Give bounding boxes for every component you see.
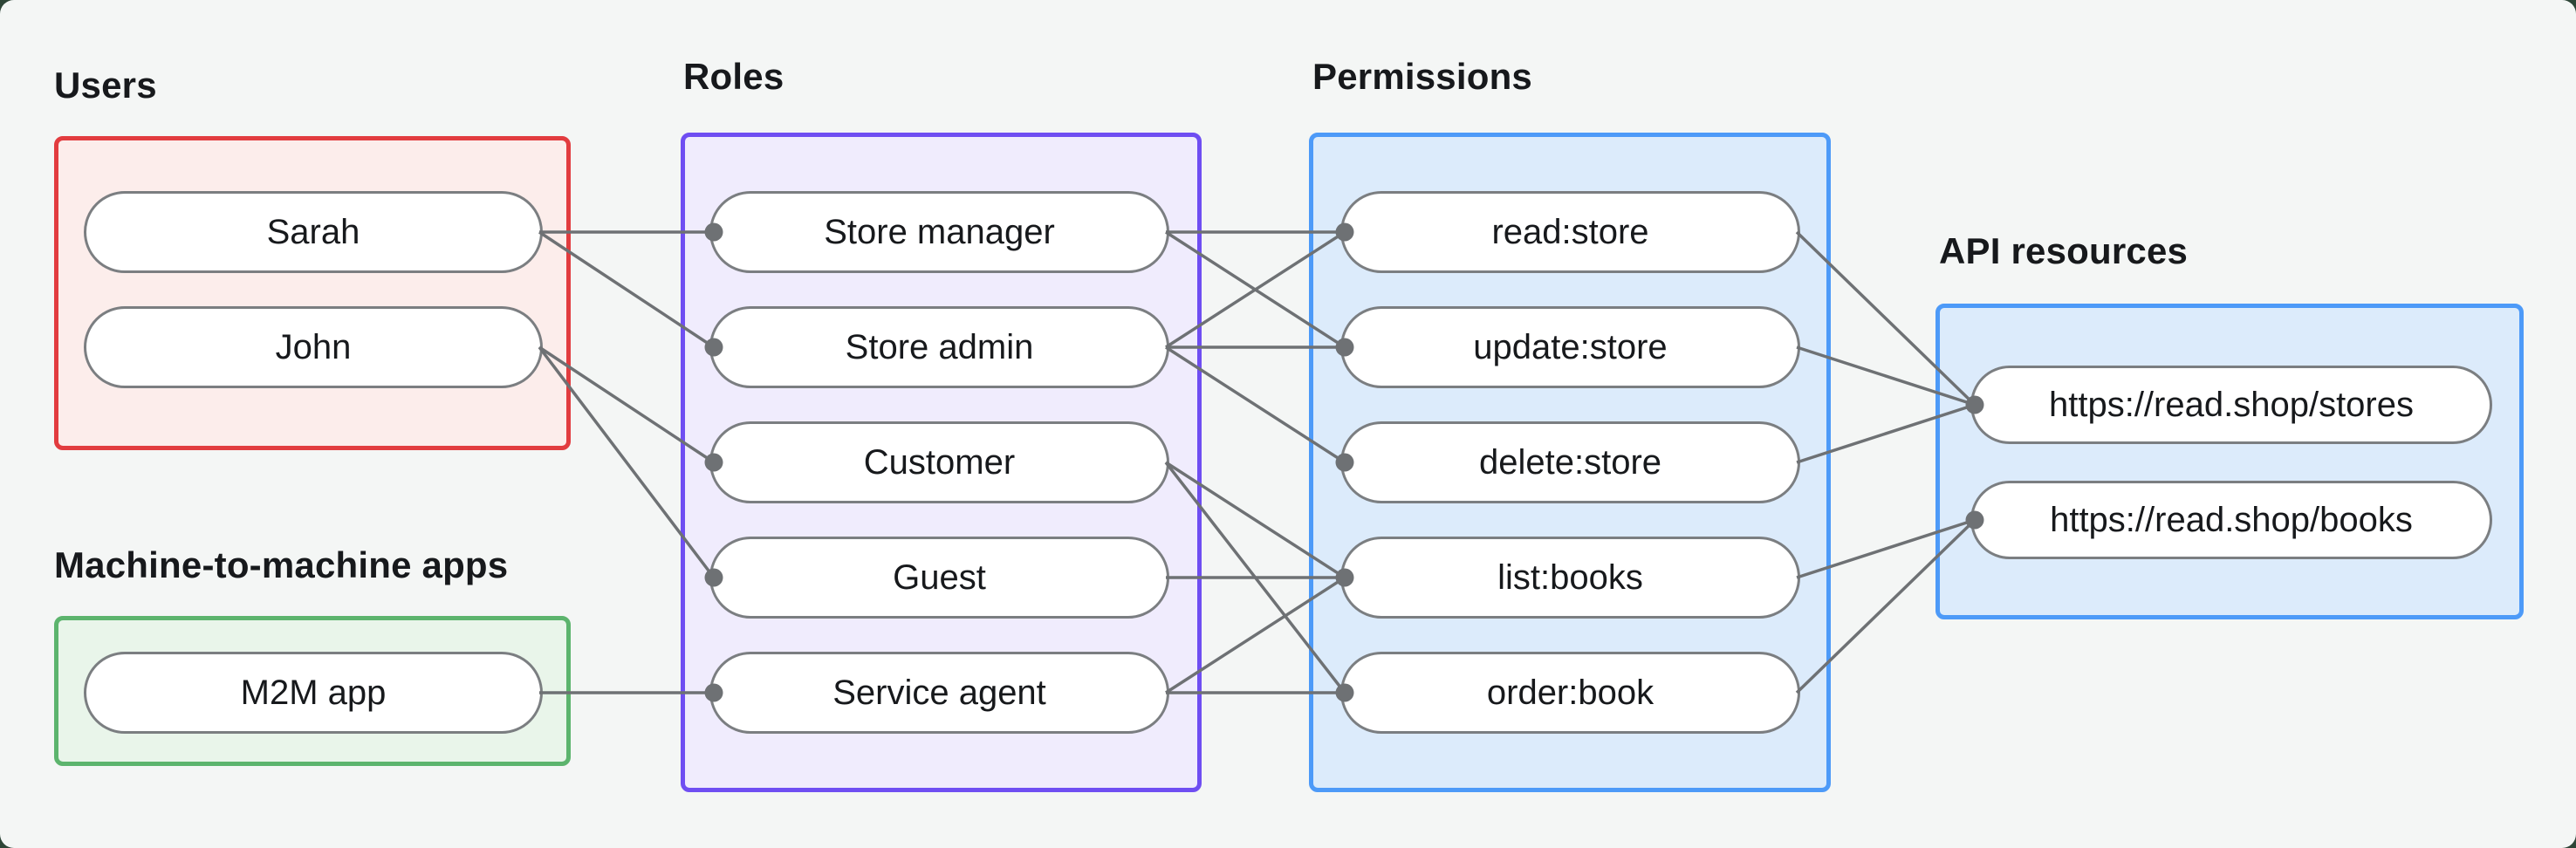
- node-guest: Guest: [709, 537, 1169, 619]
- node-delete-store: delete:store: [1340, 421, 1800, 503]
- group-label-users: Users: [54, 65, 157, 106]
- group-box-users: [54, 136, 571, 450]
- node-store-admin: Store admin: [709, 306, 1169, 388]
- node-service-agent: Service agent: [709, 652, 1169, 734]
- node-update-store: update:store: [1340, 306, 1800, 388]
- node-api-stores: https://read.shop/stores: [1970, 366, 2492, 444]
- group-label-permissions: Permissions: [1312, 56, 1532, 97]
- node-customer: Customer: [709, 421, 1169, 503]
- node-sarah: Sarah: [84, 191, 543, 273]
- node-order-book: order:book: [1340, 652, 1800, 734]
- group-label-api-resources: API resources: [1939, 230, 2189, 271]
- node-m2m-app: M2M app: [84, 652, 543, 734]
- node-read-store: read:store: [1340, 191, 1800, 273]
- node-api-books: https://read.shop/books: [1970, 481, 2492, 559]
- group-label-machine-to-machine-apps: Machine-to-machine apps: [54, 544, 509, 585]
- node-list-books: list:books: [1340, 537, 1800, 619]
- node-john: John: [84, 306, 543, 388]
- node-store-manager: Store manager: [709, 191, 1169, 273]
- group-label-roles: Roles: [683, 56, 784, 97]
- group-box-api-resources: [1935, 304, 2524, 619]
